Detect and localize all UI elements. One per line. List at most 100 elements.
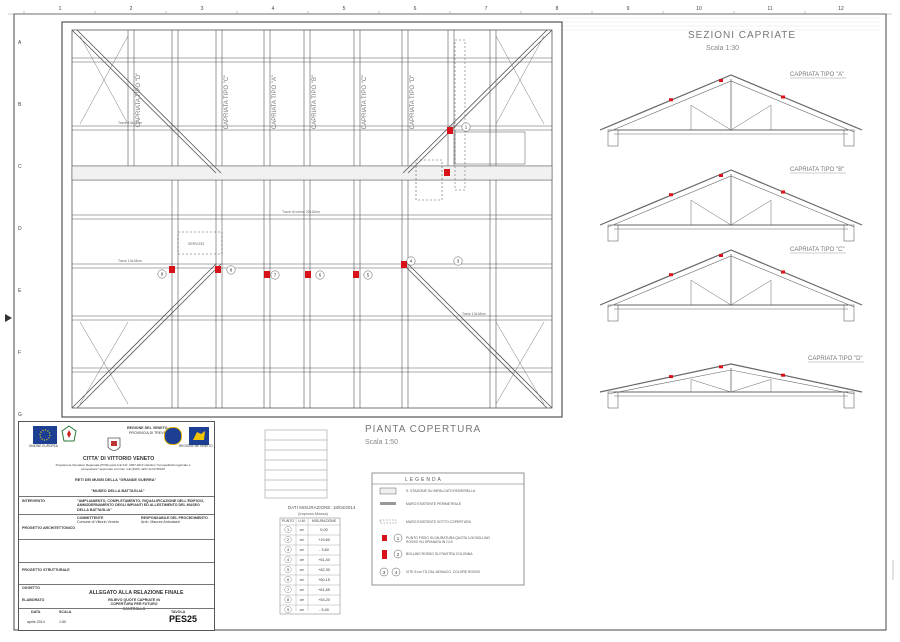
truss-section-4	[599, 363, 863, 409]
progetto-arch-label: PROGETTO ARCHITETTONICO	[22, 526, 76, 530]
row-label-D: D	[18, 226, 22, 232]
column-label-6: 6	[414, 6, 417, 12]
column-label-12: 12	[838, 6, 844, 12]
measure-value: +19,60	[318, 538, 330, 542]
background-hatch	[560, 17, 880, 31]
truss-label-plan-3: CAPRIATA TIPO "A"	[272, 75, 278, 129]
section-marker	[719, 365, 723, 369]
measure-unit: cm	[300, 598, 305, 602]
section-marker	[669, 273, 673, 277]
section-marker	[781, 270, 785, 274]
column-label-1: 1	[59, 6, 62, 12]
truss-label-plan-2: CAPRIATA TIPO "C"	[224, 75, 230, 130]
legend-wall-icon	[380, 502, 396, 505]
veneto-lion-icon	[189, 427, 209, 445]
row-label-C: C	[18, 164, 22, 170]
plan-title: PIANTA COPERTURA	[365, 424, 481, 435]
row-label-F: F	[18, 350, 21, 356]
point-number-5: 5	[367, 273, 370, 278]
measure-header-2: MISURAZIONE	[312, 519, 337, 523]
data-label: DATA	[31, 610, 41, 614]
column-label-7: 7	[485, 6, 488, 12]
responsabile-label: RESPONSABILE DEL PROCEDIMENTO	[141, 516, 208, 520]
measure-value: - 5,40	[319, 608, 329, 612]
red-point-marker	[353, 271, 359, 278]
measure-table-title: DATI MISURAZIONE: 18/04/2014	[288, 505, 356, 510]
measure-point: 9	[287, 608, 289, 612]
measure-point: 2	[287, 538, 289, 542]
point-number-3: 3	[457, 259, 460, 264]
measure-value: +60,15	[318, 578, 330, 582]
truss-section-1	[599, 74, 863, 147]
truss-lines	[127, 30, 497, 408]
section-marker	[719, 79, 723, 82]
oggetto-label: OGGETTO	[22, 586, 40, 590]
legend-title: LEGENDA	[405, 477, 443, 483]
red-point-marker	[447, 127, 453, 134]
truss-label-plan-1: CAPRIATA TIPO "D"	[136, 73, 142, 128]
column-label-11: 11	[767, 6, 772, 12]
section-label-1: CAPRIATA TIPO "A"	[790, 72, 844, 78]
hip-rafters	[71, 29, 553, 409]
measure-unit: cm	[300, 588, 305, 592]
title-block: UNIONE EUROPEA REGIONE DEL VENETO PROVIN…	[18, 421, 215, 631]
legend-num-4: 4	[395, 570, 398, 575]
measure-unit: cm	[300, 538, 305, 542]
legend-num-2: 2	[397, 552, 400, 557]
point-number-circle	[157, 269, 167, 279]
beam-label-4: Trave 13x18cm	[462, 312, 486, 316]
legend-dash-icon	[379, 519, 397, 524]
row-label-B: B	[18, 102, 22, 108]
vano-label: SERVIZIO	[188, 242, 205, 246]
corner-braces	[79, 35, 545, 405]
sections-title: SEZIONI CAPRIATE	[688, 30, 796, 41]
measure-unit: cm	[300, 568, 305, 572]
section-marker	[669, 193, 673, 197]
section-label-4: CAPRIATA TIPO "D"	[808, 356, 863, 362]
row-grid-labels: ABCDEFGH	[18, 40, 22, 480]
section-label-3: CAPRIATA TIPO "C"	[790, 247, 845, 253]
legend-hatch-icon	[379, 487, 397, 495]
city-title: CITTA' DI VITTORIO VENETO	[83, 456, 155, 462]
measure-value: 0,00	[320, 528, 327, 532]
legend-red-plate-icon	[382, 550, 387, 559]
point-number-8: 8	[230, 268, 233, 273]
column-label-9: 9	[627, 6, 630, 12]
vano-box	[177, 231, 223, 255]
legend-item-5: BOLLINO ROSSO SU PIASTRA COLONNA	[406, 552, 473, 556]
beam-label-1: Trave 13x18cm	[118, 121, 142, 125]
column-label-5: 5	[343, 6, 346, 12]
measure-unit: cm	[300, 608, 305, 612]
legend-num-3: 3	[383, 570, 386, 575]
section-marker	[669, 98, 673, 102]
stairs	[264, 429, 328, 499]
committente-label: COMMITTENTE	[77, 516, 104, 520]
section-marker	[719, 254, 723, 257]
legend-item-4: PUNTO FISSO SU MURATURA QUOTA 0,00 BOLLI…	[406, 536, 490, 544]
section-marker	[781, 95, 785, 99]
section-marker	[781, 190, 785, 194]
truss-label-plan-4: CAPRIATA TIPO "B"	[312, 75, 318, 129]
point-number-6: 6	[319, 273, 322, 278]
plan-scale: Scala 1:50	[365, 439, 398, 446]
red-point-marker	[169, 266, 175, 273]
truss-label-plan-6: CAPRIATA TIPO "D"	[410, 75, 416, 130]
point-number-circle	[453, 256, 463, 266]
italy-emblem-icon	[61, 425, 77, 443]
truss-label-plan-5: CAPRIATA TIPO "C"	[362, 75, 368, 130]
scala-value: 1:50	[59, 620, 66, 624]
seal-icon	[164, 427, 182, 445]
red-point-marker	[444, 169, 450, 176]
legend-item-1: S. STAZIONE SU IMPALCATO PASSERELLA	[406, 489, 476, 493]
center-mark-icon	[5, 314, 12, 322]
purlin-lines	[72, 57, 552, 373]
truss-section-2	[599, 169, 863, 242]
measure-table-subtitle: (Impresa Massa)	[298, 511, 329, 516]
measure-point: 3	[287, 548, 289, 552]
measure-header-1: U.M.	[298, 519, 305, 523]
province-label: PROVINCIA DI TREVISO	[129, 431, 170, 435]
row-label-A: A	[18, 40, 22, 46]
section-label-2: CAPRIATA TIPO "B"	[790, 167, 844, 173]
